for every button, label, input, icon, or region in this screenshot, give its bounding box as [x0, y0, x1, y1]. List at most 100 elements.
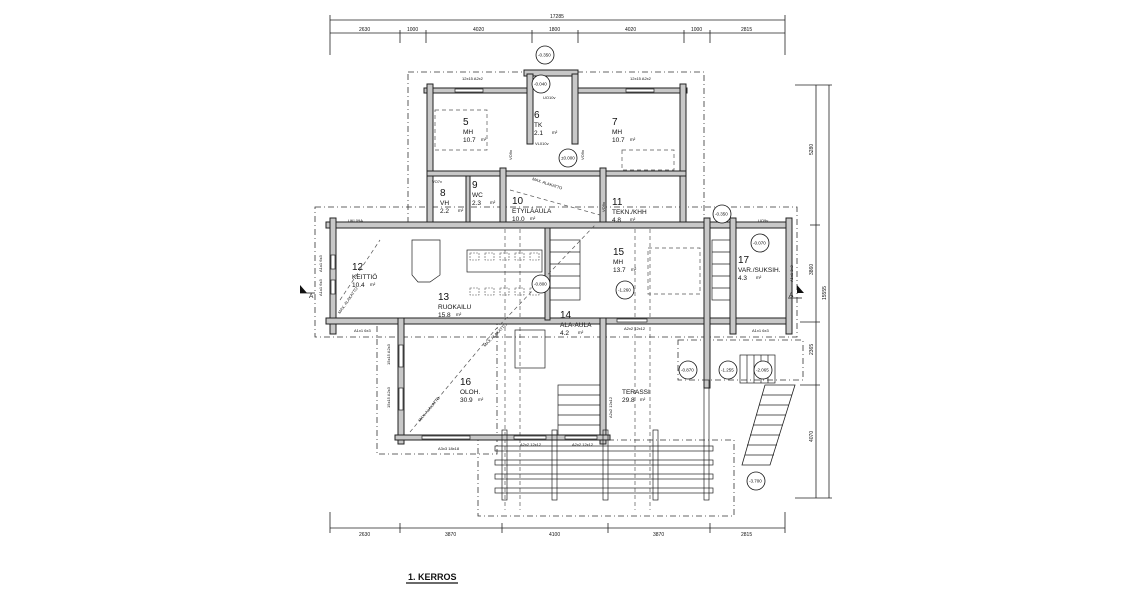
room-number: 13	[438, 292, 450, 303]
room-area: 30.9	[460, 397, 473, 404]
level-value: -1.260	[618, 288, 631, 293]
area-unit: m²	[370, 282, 376, 287]
section-marker-right: A	[788, 285, 804, 299]
dimension-total: 17285	[550, 14, 564, 20]
room-number: 10	[512, 196, 524, 207]
room-area: 10.4	[352, 282, 365, 289]
room-number: 12	[352, 262, 364, 273]
room-name: VH	[440, 200, 449, 207]
level-marker	[678, 360, 698, 380]
dimension-total: 15555	[822, 286, 828, 300]
furniture	[411, 109, 701, 369]
level-marker	[753, 360, 773, 380]
window-code: A2x2 12x12	[520, 442, 542, 447]
room-number: 5	[463, 117, 469, 128]
level-marker	[712, 204, 732, 224]
right-dimensions	[795, 84, 832, 499]
room-area: 15.8	[438, 312, 451, 319]
section-label: A	[309, 293, 314, 300]
area-unit: m²	[478, 397, 484, 402]
level-marker	[531, 74, 551, 94]
room-number: 11	[612, 197, 623, 208]
room-area: 10.7	[612, 137, 625, 144]
level-marker	[750, 233, 770, 253]
level-value: -0.350	[538, 53, 551, 58]
window-code: A3x3 18x18	[438, 446, 460, 451]
area-unit: m²	[756, 275, 762, 280]
window-code: A1x1 6x3	[318, 279, 323, 296]
door-code: UKL09A	[348, 218, 363, 223]
window-code: A2x2 12x12	[572, 442, 594, 447]
room-name: WC	[472, 192, 483, 199]
door-code: UO9v	[758, 218, 768, 223]
room-area: 2.3	[472, 200, 481, 207]
room-area: 4.2	[560, 330, 569, 337]
window-code: A1x1 3x3	[789, 265, 794, 282]
dimension-label: 2815	[741, 532, 752, 538]
room-name: TERASSI	[622, 389, 650, 396]
door-code: VL010v	[535, 141, 549, 146]
dimension-label: 3870	[653, 532, 664, 538]
room-name: KEITTIÖ	[352, 273, 377, 281]
door-code: UO10v	[543, 95, 555, 100]
room-area: 4.3	[738, 275, 747, 282]
window-code: A1x1 6x3	[318, 255, 323, 272]
room-name: VAR./SUKSIH.	[738, 267, 781, 274]
level-value: -0.350	[715, 212, 728, 217]
room-name: MH	[612, 129, 622, 136]
window-code: 12x15 A2x2	[630, 76, 652, 81]
top-dimensions	[329, 15, 786, 55]
dimension-label: 4100	[549, 532, 560, 538]
pergola-beams	[494, 379, 714, 501]
room-number: 15	[613, 247, 625, 258]
room-name: TEKN./KHH	[612, 209, 647, 216]
area-unit: m²	[630, 217, 636, 222]
level-value: -2.065	[756, 368, 769, 373]
level-value: -3.700	[749, 479, 762, 484]
level-value: ±0.000	[561, 156, 575, 161]
door-code: VO7v	[432, 179, 442, 184]
section-label: A	[789, 292, 794, 299]
room-area: 29.8	[622, 397, 635, 404]
drawing-title: 1. KERROS	[408, 572, 457, 582]
section-marker-left: A	[300, 285, 315, 300]
room-area: 2.2	[440, 208, 449, 215]
level-value: -0.070	[753, 241, 766, 246]
door-code: VO9v	[601, 202, 606, 212]
area-unit: m²	[630, 137, 636, 142]
window-code: A2x2 12x12	[624, 326, 646, 331]
room-name: MH	[463, 129, 473, 136]
level-marker	[718, 360, 738, 380]
dimension-label: 2815	[741, 27, 752, 33]
dimension-label: 4020	[625, 27, 636, 33]
level-marker	[615, 280, 635, 300]
level-marker	[531, 274, 551, 294]
door-code: VO9v	[580, 150, 585, 160]
area-unit: m²	[456, 312, 462, 317]
level-marker	[746, 471, 766, 491]
window-code: A2x2 12x12	[608, 396, 613, 418]
dimension-label: 3870	[445, 532, 456, 538]
room-name: ALA-AULA	[560, 322, 592, 329]
walls	[325, 69, 793, 445]
room-number: 16	[460, 377, 472, 388]
level-value: -1.255	[721, 368, 734, 373]
ceiling-annotation: MAX. ALAKATTO	[532, 176, 563, 190]
room-number: 17	[738, 255, 750, 266]
window-code: 15x15 A2x3	[386, 386, 391, 408]
area-unit: m²	[631, 267, 637, 272]
level-marker	[558, 148, 578, 168]
room-name: ETYILÄAULA	[512, 207, 552, 215]
window-code: A1x1 6x3	[354, 328, 371, 333]
level-value: -0.040	[534, 82, 547, 87]
window-openings	[330, 88, 655, 440]
room-name: RUOKAILU	[438, 304, 472, 311]
window-code: A1x1 6x3	[752, 328, 769, 333]
room-number: 14	[560, 310, 572, 321]
ceiling-annotation: MAX. ALAKATTO	[337, 286, 359, 314]
dimension-label: 1800	[549, 27, 560, 33]
window-code: 15x15 A2x3	[386, 343, 391, 365]
area-unit: m²	[578, 330, 584, 335]
room-name: OLOH.	[460, 389, 480, 396]
room-number: 6	[534, 110, 540, 121]
